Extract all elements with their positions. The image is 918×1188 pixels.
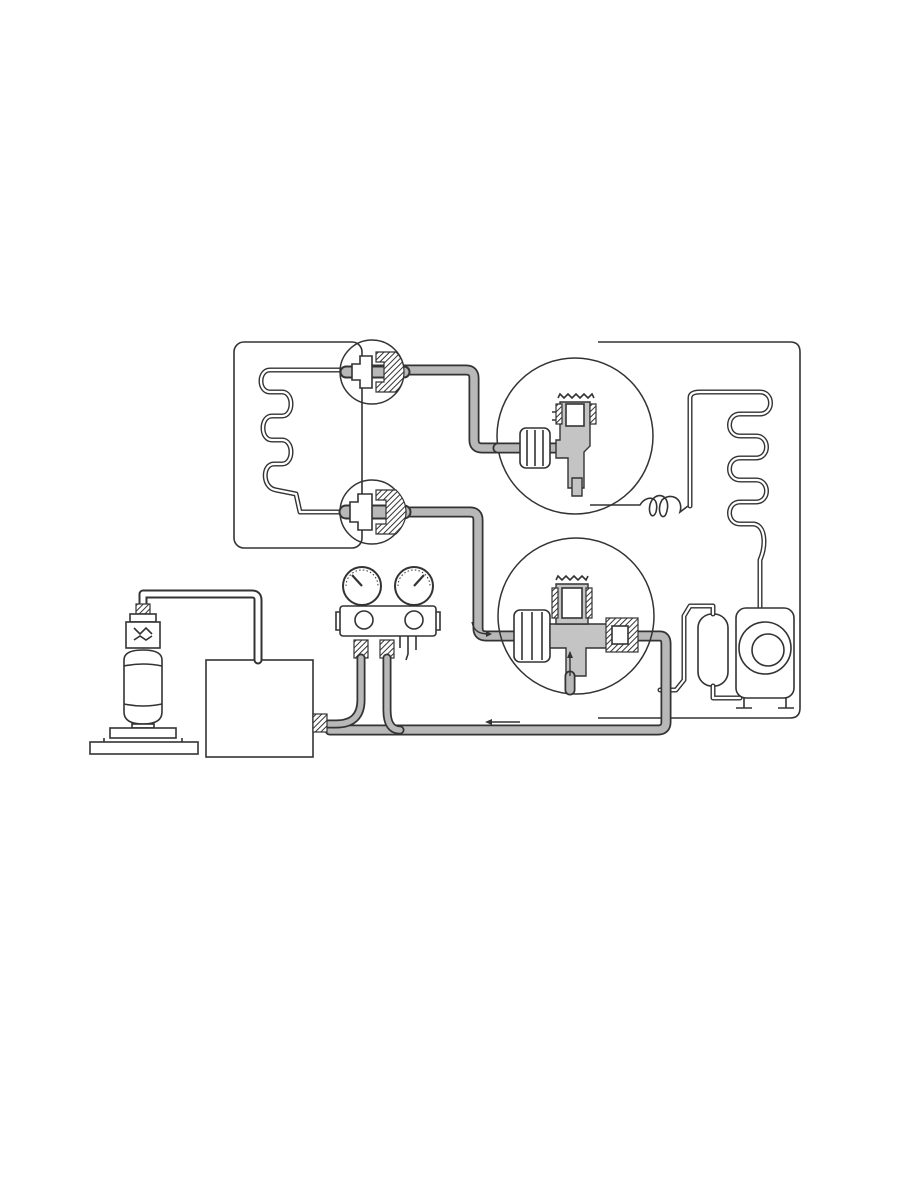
- cylinder-valve-guard: [126, 622, 160, 648]
- refrigerant-cylinder: [124, 604, 162, 728]
- vacuum-pump-port: [313, 714, 327, 732]
- cylinder-valve-outlet: [136, 604, 150, 614]
- lower-flare-connection: [340, 480, 406, 544]
- scale: [90, 728, 198, 754]
- vacuum-pump-housing: [206, 660, 313, 757]
- vacuum-pump: [206, 660, 327, 757]
- scale-platform: [90, 742, 198, 754]
- accumulator: [660, 606, 740, 698]
- manifold-hoses: [324, 658, 400, 730]
- compressor: [736, 608, 794, 708]
- gauge-manifold: [336, 567, 440, 660]
- suction-service-valve: [498, 538, 654, 694]
- outdoor-coil: [690, 392, 771, 608]
- high-pressure-gauge: [395, 567, 433, 605]
- upper-flare-connection: [340, 340, 404, 404]
- cylinder-body: [124, 650, 162, 724]
- outdoor-unit: [590, 342, 800, 718]
- low-pressure-gauge: [343, 567, 381, 605]
- capillary-coil: [590, 496, 688, 517]
- liquid-service-valve: [497, 358, 653, 514]
